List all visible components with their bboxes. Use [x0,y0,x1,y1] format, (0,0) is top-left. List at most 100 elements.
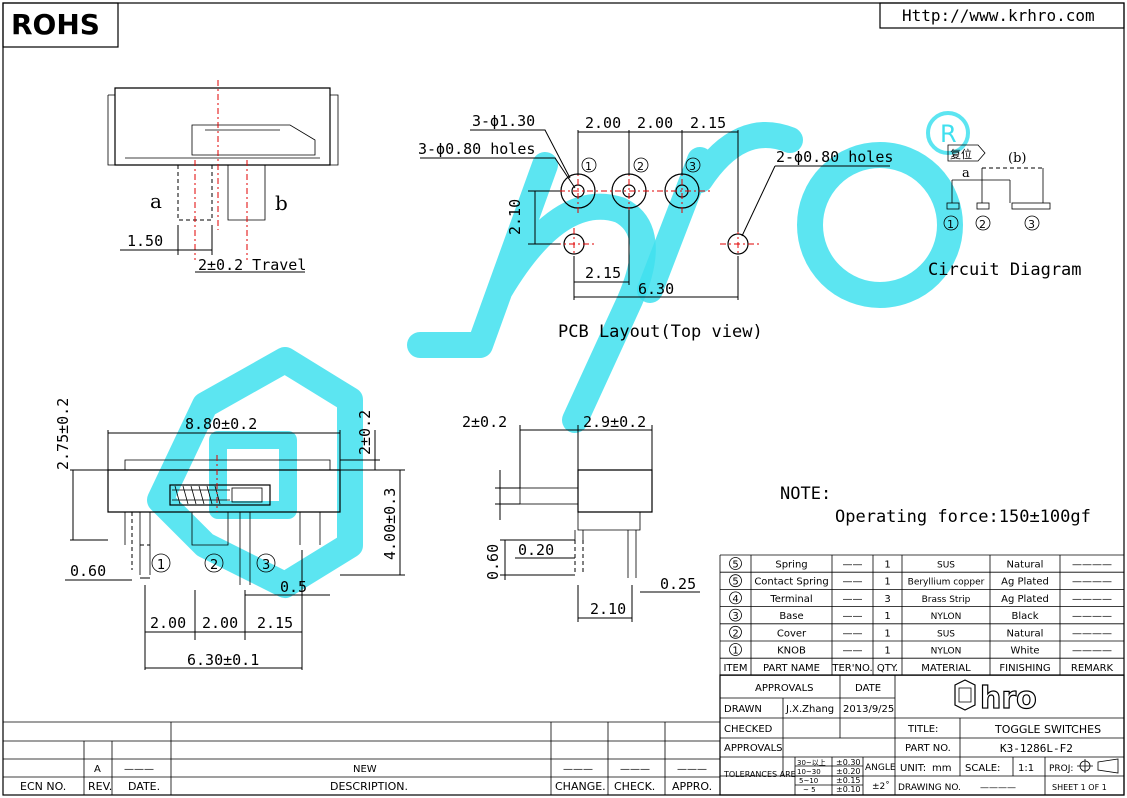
pcb-pitch3: 2.15 [690,114,726,132]
bom-cell-finishing: Natural [1007,560,1044,571]
pcb-row-gap: 2.10 [506,199,524,235]
hole-spec-small: 3-ϕ0.80 holes [418,140,535,158]
bom-header-material: MATERIAL [921,663,971,674]
side2-knob: 2±0.2 [462,413,507,431]
title-label: TITLE: [907,724,938,735]
bom-cell-item: 5 [732,577,738,588]
rev-appro-dash: ——— [677,764,707,775]
front-knob: 2±0.2 [356,410,374,455]
website-url: Http://www.krhro.com [902,6,1095,25]
bom-item-circle [729,625,742,639]
tol-range-2: 10~30 [797,768,821,776]
rev-header: REV. [88,780,112,793]
bom-cell-finishing: White [1010,646,1039,657]
description-header: DESCRIPTION. [330,780,408,793]
pcb-pitch1: 2.00 [585,114,621,132]
front-width: 8.80±0.2 [185,415,257,433]
tol-range-3: 5~10 [799,777,818,785]
bom-item-circle [729,608,742,622]
bom-cell-ter: —— [843,611,863,622]
date-header: DATE [855,683,881,694]
bom-cell-remark: ———— [1072,646,1112,657]
bom-cell-material: Beryllium copper [908,578,985,588]
front-height: 2.75±0.2 [54,398,72,470]
tol-range-1: 30~以上 [797,758,826,767]
bom-cell-finishing: Ag Plated [1001,577,1049,588]
pcb-offset: 2.15 [585,264,621,282]
bom-cell-remark: ———— [1072,628,1112,639]
circuit-pin2: 2 [979,218,986,231]
bom-item-circle [729,574,742,588]
terminal-b-label: b [275,191,288,215]
checked-label: CHECKED [724,724,773,735]
dim-offset: 1.50 [127,232,163,250]
front-body-height: 4.00±0.3 [381,488,399,560]
front-span: 6.30±0.1 [187,651,259,669]
bom-cell-name: KNOB [777,646,806,657]
bom-cell-name: Spring [775,560,807,571]
date-col-header: DATE. [128,780,160,793]
tol-range-4: ~ 5 [803,786,816,794]
side2-pin-thickness: 0.25 [660,575,696,593]
title-value: TOGGLE SWITCHES [994,723,1101,736]
side-view-2: 2±0.2 2.9±0.2 0.60 0.20 0.25 2.10 [462,413,700,622]
drawn-date: 2013/9/25 [843,704,894,715]
bom-cell-remark: ———— [1072,577,1112,588]
bom-header-qty: QTY. [877,663,898,674]
change-header: CHANGE. [555,780,606,793]
bom-item-circle [729,591,742,605]
bom-cell-item: 5 [732,560,738,571]
projection-label: PROJ: [1049,764,1073,774]
bom-cell-item: 4 [732,594,738,605]
bom-cell-qty: 1 [884,646,890,657]
front-pitch1: 2.00 [150,614,186,632]
bom-cell-ter: —— [843,646,863,657]
circuit-diagram: 复位 (b) a 1 2 3 Circuit Diagram [928,144,1082,280]
sheet-label: SHEET 1 OF 1 [1052,783,1107,792]
front-pitch3: 2.15 [257,614,293,632]
rev-change-dash: ——— [563,764,593,775]
rev-check-dash: ——— [620,764,650,775]
bom-cell-material: SUS [937,629,955,639]
tol-value-2: ±0.20 [836,767,861,776]
bom-cell-material: SUS [937,561,955,571]
front-pin1: 1 [157,558,165,573]
bom-cell-remark: ———— [1072,594,1112,605]
angle-label: ANGLE [865,763,896,773]
bom-cell-name: Cover [777,628,807,639]
pcb-layout-title: PCB Layout(Top view) [558,322,763,342]
hole-spec-large: 3-ϕ1.30 [472,112,535,130]
check-header: CHECK. [614,780,655,793]
company-logo-text: hro [980,681,1037,716]
scale-value: 1:1 [1018,763,1034,774]
pcb-pitch2: 2.00 [637,114,673,132]
pcb-pin2-num: 2 [637,160,644,173]
bom-cell-item: 1 [732,646,738,657]
circuit-a-label: a [962,166,970,181]
bom-cell-name: Base [779,611,803,622]
tol-value-1: ±0.30 [836,758,861,767]
dim-travel: 2±0.2 Travel [198,256,306,274]
rev-value: A [94,764,101,775]
bom-header-remark: REMARK [1071,663,1114,674]
rohs-box [2,2,119,48]
registered-mark: R [940,120,957,148]
bom-header-ter: TER'NO. [831,663,872,674]
bom-header-item: ITEM [723,663,747,674]
hole-spec-mount: 2-ϕ0.80 holes [776,148,893,166]
tol-value-4: ±0.10 [836,785,861,794]
front-pin3: 3 [262,558,270,573]
front-pin-offset: 0.60 [70,562,106,580]
bom-cell-finishing: Ag Plated [1001,594,1049,605]
front-pin2: 2 [210,558,218,573]
circuit-pin1: 1 [947,218,954,231]
approvals-header: APPROVALS [755,683,814,694]
part-no-value: K3-1286L-F2 [1000,742,1073,755]
front-view: 8.80±0.2 2.75±0.2 2±0.2 4.00±0.3 0.60 0.… [54,398,405,670]
circuit-title: Circuit Diagram [928,260,1082,280]
ecn-header: ECN NO. [20,780,66,793]
bom-cell-name: Contact Spring [754,577,828,588]
note-text: Operating force:150±100gf [835,507,1091,527]
